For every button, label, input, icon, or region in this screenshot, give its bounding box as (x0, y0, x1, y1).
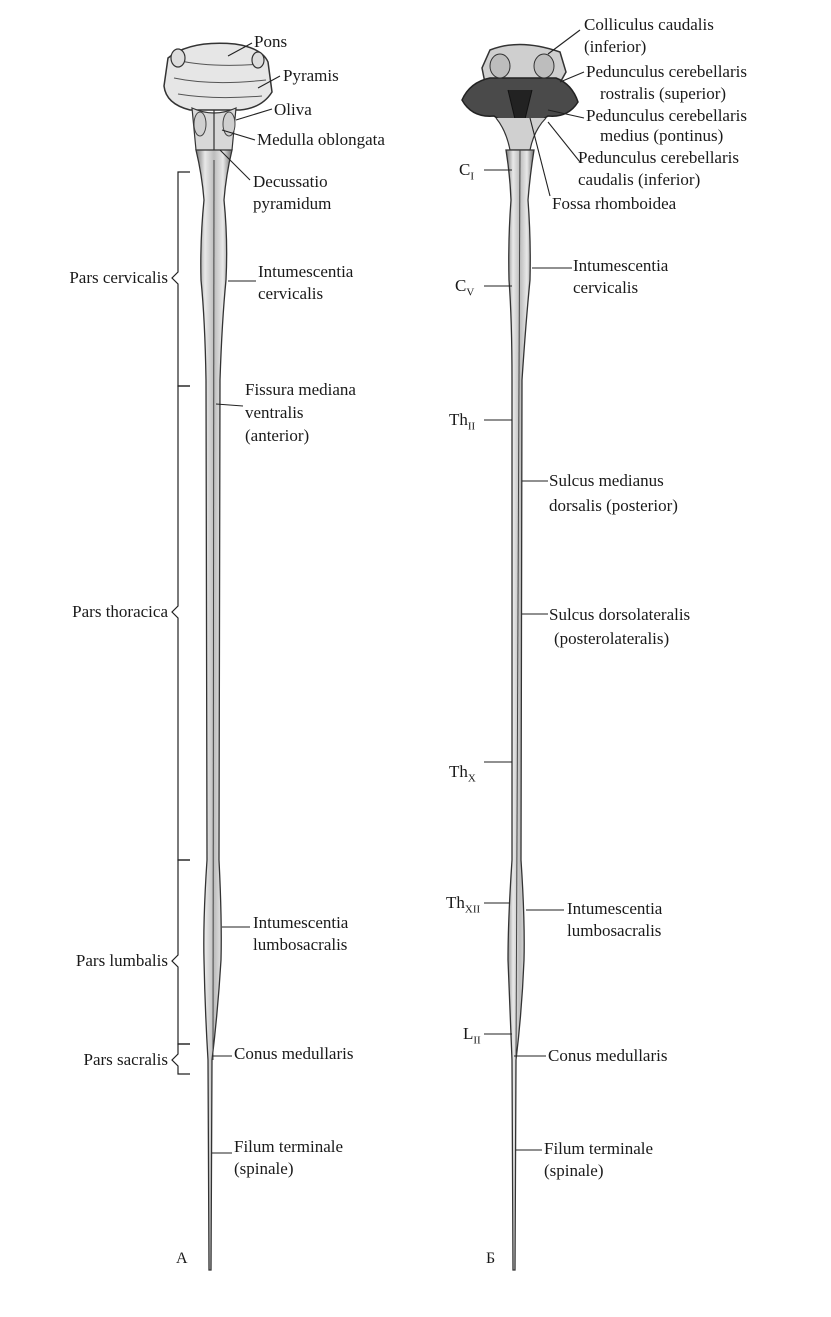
label-pyramidum: pyramidum (253, 194, 332, 213)
segment-th12: ThXII (446, 893, 481, 916)
segment-c5: CV (455, 276, 475, 299)
label-spinale-a: (spinale) (234, 1159, 294, 1178)
label-oliva: Oliva (274, 100, 312, 119)
label-sulcus-medianus: Sulcus medianus (549, 471, 664, 490)
label-conus-medullaris-a: Conus medullaris (234, 1044, 354, 1063)
segment-c1: CI (459, 160, 475, 183)
label-dorsalis-posterior: dorsalis (posterior) (549, 496, 678, 515)
label-pedunculus-medius-1: Pedunculus cerebellaris (586, 106, 747, 125)
panel-letter-a: А (176, 1250, 188, 1267)
panel-a-brackets (171, 171, 190, 1075)
panel-a-leaders (212, 42, 281, 1154)
label-pars-cervicalis: Pars cervicalis (69, 268, 168, 287)
brainstem-dorsal (461, 43, 579, 151)
label-pedunculus-rostralis-1: Pedunculus cerebellaris (586, 62, 747, 81)
median-sulcus-line (515, 149, 521, 1061)
label-colliculus-caudalis: Colliculus caudalis (584, 15, 714, 34)
label-posterolateralis: (posterolateralis) (554, 629, 670, 648)
label-intumescentia-cervicalis-a: Intumescentia (258, 262, 354, 281)
label-lumbosacralis-a: lumbosacralis (253, 935, 348, 954)
segment-th10: ThX (449, 762, 476, 785)
segment-th2: ThII (449, 410, 476, 433)
label-pars-lumbalis: Pars lumbalis (75, 951, 168, 970)
label-fossa-rhomboidea: Fossa rhomboidea (552, 194, 677, 213)
label-intumescentia-cervicalis-b: Intumescentia (573, 256, 669, 275)
label-ventralis: ventralis (245, 403, 304, 422)
label-medulla-oblongata: Medulla oblongata (257, 130, 385, 149)
label-pedunculus-caudalis-2: caudalis (inferior) (578, 170, 701, 189)
label-pons: Pons (254, 32, 288, 51)
label-lumbosacralis-b: lumbosacralis (567, 921, 662, 940)
label-cervicalis-b: cervicalis (573, 278, 639, 297)
label-cervicalis-a: cervicalis (258, 284, 324, 303)
spinal-cord-ventral (195, 149, 233, 1271)
label-fissura-mediana: Fissura mediana (245, 380, 356, 399)
panel-b-leaders (484, 29, 585, 1151)
label-conus-medullaris-b: Conus medullaris (548, 1046, 668, 1065)
label-decussatio: Decussatio (253, 172, 328, 191)
label-sulcus-dorsolateralis: Sulcus dorsolateralis (549, 605, 691, 624)
label-pars-sacralis: Pars sacralis (83, 1050, 168, 1069)
label-colliculus-inferior: (inferior) (584, 37, 647, 56)
label-anterior: (anterior) (245, 426, 310, 445)
label-pedunculus-medius-2: medius (pontinus) (600, 126, 724, 145)
brainstem-ventral (163, 42, 273, 160)
label-filum-terminale-a: Filum terminale (234, 1137, 344, 1156)
label-filum-terminale-b: Filum terminale (544, 1139, 654, 1158)
label-pyramis: Pyramis (283, 66, 339, 85)
label-intumescentia-lumbosacralis-b: Intumescentia (567, 899, 663, 918)
segment-l2: LII (463, 1024, 481, 1047)
median-fissure-line (212, 159, 215, 1061)
label-pedunculus-caudalis-1: Pedunculus cerebellaris (578, 148, 739, 167)
label-intumescentia-lumbosacralis-a: Intumescentia (253, 913, 349, 932)
label-pedunculus-rostralis-2: rostralis (superior) (600, 84, 727, 103)
spinal-cord-dorsal (505, 149, 535, 1271)
label-pars-thoracica: Pars thoracica (72, 602, 168, 621)
panel-letter-b: Б (486, 1250, 496, 1267)
label-spinale-b: (spinale) (544, 1161, 604, 1180)
